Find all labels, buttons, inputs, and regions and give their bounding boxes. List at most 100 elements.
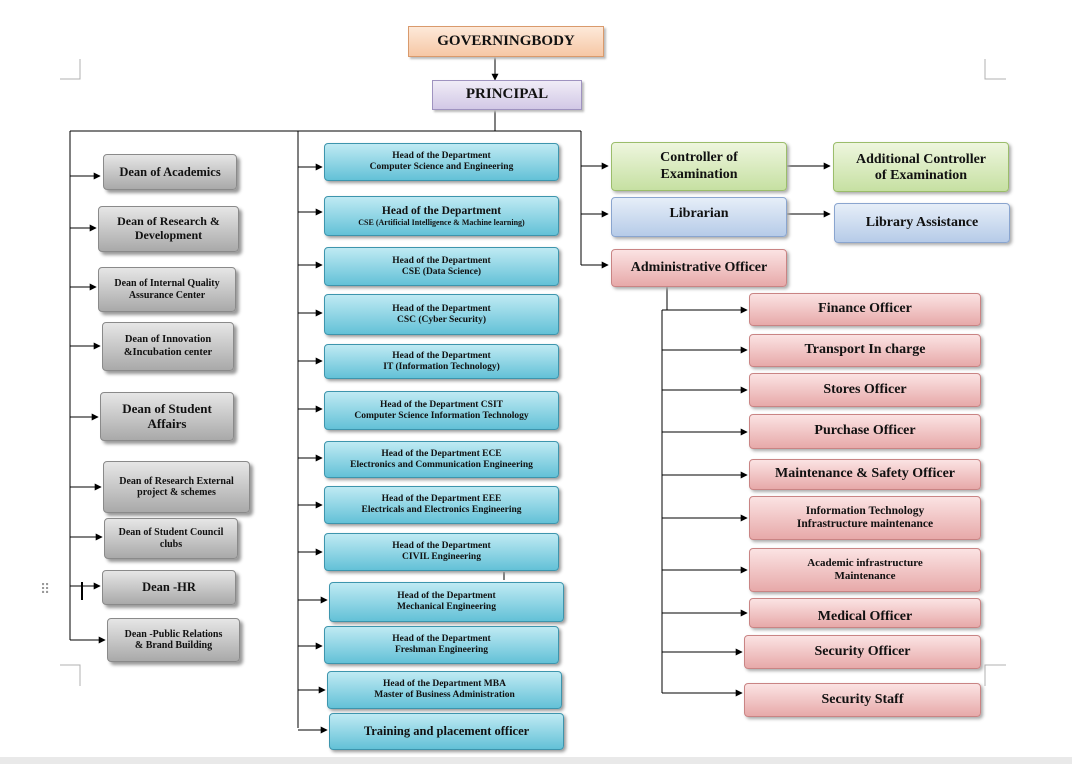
horizontal-scrollbar[interactable] — [0, 757, 1072, 764]
admin-staff-label-2: Infrastructure maintenance — [796, 518, 934, 530]
department-label: Head of the Department — [392, 350, 491, 361]
dean-label-2: &Incubation center — [123, 346, 213, 358]
department-box: Head of the Department Freshman Engineer… — [324, 626, 559, 664]
admin-staff-label: Information Technology — [805, 504, 925, 517]
admin-staff-label: Medical Officer — [817, 608, 913, 624]
library-assistance-label: Library Assistance — [865, 214, 979, 230]
admin-staff-box: Academic infrastructure Maintenance — [749, 548, 981, 592]
dean-label: Dean of Research External — [119, 475, 234, 487]
dean-box: Dean of Student Affairs — [100, 392, 234, 441]
dean-label-2: & Brand Building — [134, 640, 213, 651]
admin-staff-label: Academic infrastructure — [807, 557, 923, 570]
department-label-2: Computer Science Information Technology — [354, 410, 529, 421]
administrative-officer-box: Administrative Officer — [611, 249, 787, 287]
administrative-officer-label: Administrative Officer — [630, 259, 768, 275]
additional-controller-label-2: of Examination — [874, 168, 968, 184]
department-box: Head of the Department EEE Electricals a… — [324, 486, 559, 524]
admin-staff-label: Purchase Officer — [814, 423, 916, 439]
principal-box: PRINCIPAL — [432, 80, 582, 110]
department-label-2: Freshman Engineering — [395, 645, 488, 655]
dean-box: Dean of Student Council clubs — [104, 518, 238, 559]
department-label: Head of the Department — [392, 303, 491, 314]
admin-staff-box: Transport In charge — [749, 334, 981, 367]
department-label: Head of the Department — [392, 255, 491, 266]
department-box: Head of the Department IT (Information T… — [324, 344, 559, 379]
department-label: Head of the Department — [392, 634, 491, 645]
department-label-2: Computer Science and Engineering — [369, 162, 514, 172]
department-box: Training and placement officer — [329, 713, 564, 750]
department-label-2: CIVIL Engineering — [402, 552, 481, 562]
controller-box: Controller of Examination — [611, 142, 787, 191]
department-box: Head of the Department CSE (Artificial I… — [324, 196, 559, 236]
department-box: Head of the Department ECE Electronics a… — [324, 441, 559, 478]
principal-label: PRINCIPAL — [465, 86, 549, 103]
dean-label: Dean of Internal Quality — [114, 278, 220, 289]
admin-staff-label: Maintenance & Safety Officer — [775, 466, 955, 482]
department-box: Head of the Department Computer Science … — [324, 143, 559, 181]
dean-box: Dean of Internal Quality Assurance Cente… — [98, 267, 236, 312]
additional-controller-box: Additional Controller of Examination — [833, 142, 1009, 192]
department-label-2: Mechanical Engineering — [397, 602, 496, 612]
admin-staff-box: Information Technology Infrastructure ma… — [749, 496, 981, 540]
admin-staff-label: Finance Officer — [818, 301, 912, 317]
department-label: Head of the Department — [392, 541, 491, 552]
controller-label: Controller of — [660, 150, 738, 166]
department-label: Head of the Department ECE — [381, 448, 502, 459]
admin-staff-label-2: Maintenance — [834, 570, 896, 582]
admin-staff-box: Security Staff — [744, 683, 981, 717]
department-label: Head of the Department — [397, 591, 496, 602]
department-label-2: Electronics and Communication Engineerin… — [350, 459, 533, 470]
department-box: Head of the Department CSIT Computer Sci… — [324, 391, 559, 430]
dean-label: Dean of Innovation — [124, 334, 212, 346]
department-label-2: IT (Information Technology) — [383, 361, 500, 372]
admin-staff-box: Stores Officer — [749, 373, 981, 407]
department-label: Training and placement officer — [363, 724, 530, 739]
department-label-2: CSC (Cyber Security) — [396, 314, 486, 325]
librarian-label: Librarian — [669, 206, 729, 221]
department-box: Head of the Department Mechanical Engine… — [329, 582, 564, 622]
admin-staff-label: Stores Officer — [823, 381, 907, 397]
department-box: Head of the Department CIVIL Engineering — [324, 533, 559, 571]
admin-staff-label: Security Officer — [814, 643, 911, 659]
dean-box: Dean of Academics — [103, 154, 237, 190]
dean-box: Dean of Research & Development — [98, 206, 239, 252]
governing-body-label: GOVERNINGBODY — [437, 32, 575, 49]
drag-handle-icon[interactable]: ⠿ — [40, 582, 51, 598]
governing-body-box: GOVERNINGBODY — [408, 26, 604, 57]
department-label: Head of the Department CSIT — [380, 399, 503, 410]
dean-label: Dean of Student Council — [118, 527, 224, 538]
admin-staff-label: Transport In charge — [804, 342, 926, 358]
department-box: Head of the Department CSC (Cyber Securi… — [324, 294, 559, 335]
dean-label-2: project & schemes — [137, 487, 216, 498]
dean-label: Dean -HR — [142, 580, 196, 595]
department-box: Head of the Department MBA Master of Bus… — [327, 671, 562, 709]
dean-label: Dean of Academics — [119, 164, 221, 179]
department-label-2: CSE (Data Science) — [401, 266, 482, 277]
department-label: Head of the Department — [392, 151, 491, 162]
department-label: Head of the Department EEE — [381, 494, 502, 505]
dean-label-2: clubs — [159, 538, 183, 550]
dean-label: Dean of Student — [122, 400, 212, 416]
dean-box: Dean -Public Relations & Brand Building — [107, 618, 240, 662]
admin-staff-box: Finance Officer — [749, 293, 981, 326]
dean-box: Dean of Innovation &Incubation center — [102, 322, 234, 371]
department-label-2: Master of Business Administration — [374, 690, 515, 700]
admin-staff-box: Medical Officer — [749, 598, 981, 628]
additional-controller-label: Additional Controller — [855, 152, 987, 167]
department-label-2: Electricals and Electronics Engineering — [361, 505, 522, 515]
dean-label-2: Development — [134, 228, 203, 242]
librarian-box: Librarian — [611, 197, 787, 237]
admin-staff-box: Security Officer — [744, 635, 981, 669]
dean-label-2: Affairs — [147, 415, 187, 431]
controller-label-2: Examination — [660, 166, 738, 182]
department-label: Head of the Department MBA — [383, 679, 506, 690]
dean-label-2: Assurance Center — [128, 289, 206, 301]
admin-staff-box: Maintenance & Safety Officer — [749, 459, 981, 490]
department-box: Head of the Department CSE (Data Science… — [324, 247, 559, 286]
department-label-2: CSE (Artificial Intelligence & Machine l… — [358, 218, 525, 228]
admin-staff-label: Security Staff — [821, 691, 904, 707]
dean-label: Dean of Research & — [117, 214, 220, 229]
department-label: Head of the Department — [381, 204, 502, 217]
dean-box: Dean of Research External project & sche… — [103, 461, 250, 513]
